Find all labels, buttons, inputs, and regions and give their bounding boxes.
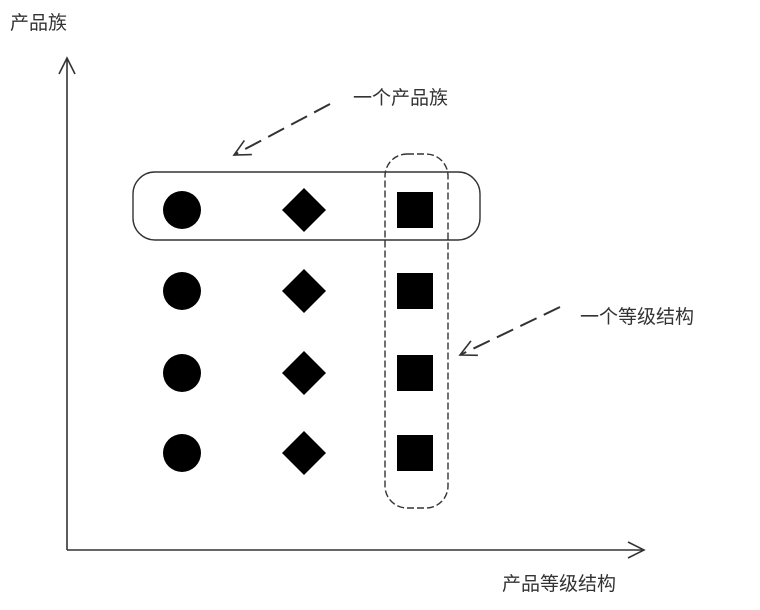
x-axis-label: 产品等级结构 [502, 573, 617, 595]
diamond-shape [282, 431, 326, 475]
diamond-shape [282, 188, 326, 232]
circle-shape [163, 434, 201, 472]
level-structure-annotation: 一个等级结构 [580, 306, 695, 328]
level-structure-box [384, 153, 449, 509]
diamond-shape [282, 351, 326, 395]
level-callout-arrow [458, 306, 561, 357]
square-shape [397, 192, 433, 228]
family-callout-arrow [232, 103, 331, 156]
circle-shape [163, 354, 201, 392]
product-family-annotation: 一个产品族 [353, 87, 449, 109]
shape-grid [163, 188, 433, 475]
circle-shape [163, 272, 201, 310]
square-shape [397, 273, 433, 309]
square-shape [397, 435, 433, 471]
diamond-shape [282, 269, 326, 313]
product-family-box [132, 171, 481, 241]
square-shape [397, 355, 433, 391]
circle-shape [163, 191, 201, 229]
y-axis-label: 产品族 [10, 12, 68, 34]
